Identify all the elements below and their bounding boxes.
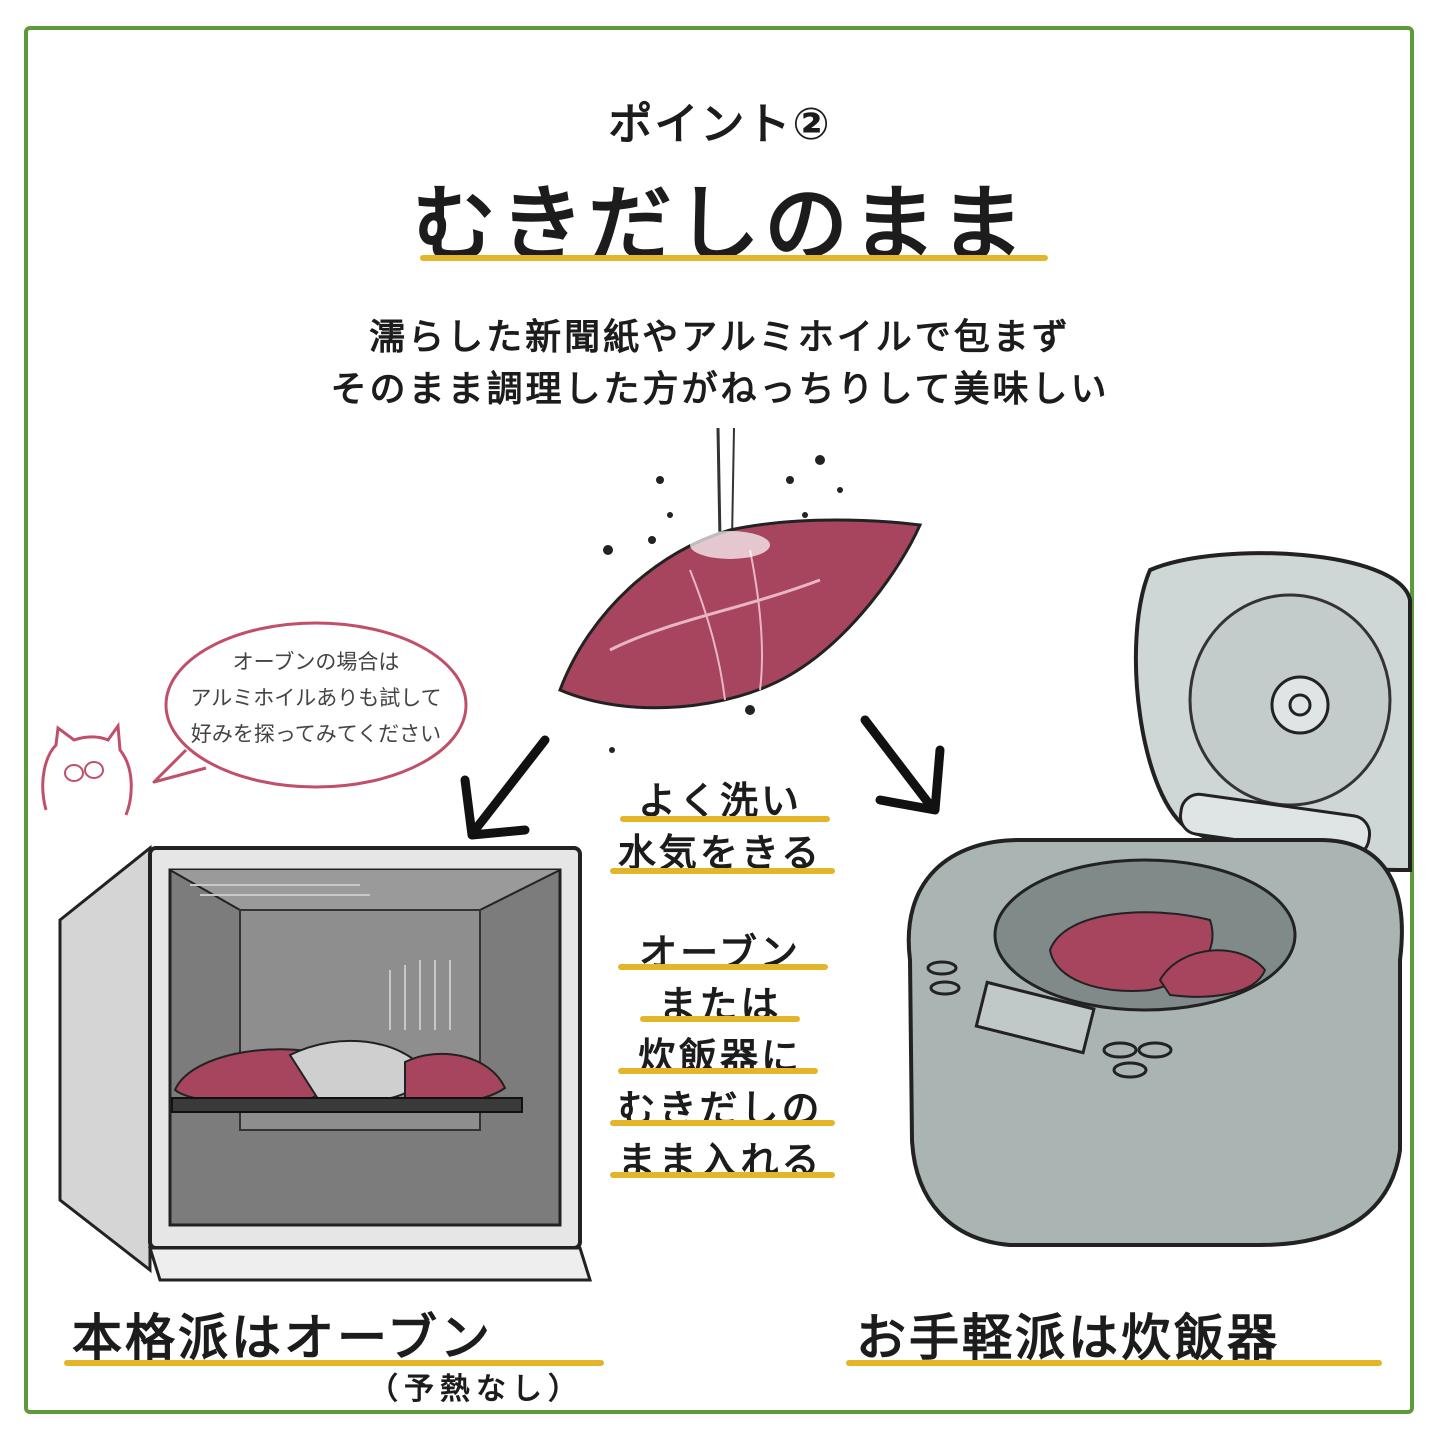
step-underline	[620, 816, 830, 822]
washing-sweet-potato-illustration	[558, 427, 923, 753]
bubble-line-3: 好みを探ってみてください	[190, 722, 442, 746]
arrow-down-right-icon	[860, 715, 945, 815]
point-label: ポイント②	[608, 99, 832, 150]
bubble-line-2: アルミホイルありも試して	[190, 686, 442, 710]
description-line-1: 濡らした新聞紙やアルミホイルで包まず	[369, 317, 1071, 358]
cat-icon	[41, 721, 133, 816]
oven-note: （予熱なし）	[368, 1372, 584, 1407]
step-underline	[640, 1016, 800, 1022]
oven-label-underline	[64, 1360, 604, 1366]
step-underline	[610, 1120, 835, 1126]
rice-cooker-illustration	[906, 551, 1412, 1247]
step-underline	[610, 868, 835, 874]
description-line-2: そのまま調理した方がねっちりして美味しい	[330, 369, 1110, 410]
oven-label: 本格派はオーブン	[72, 1309, 493, 1367]
title-underline	[420, 255, 1048, 261]
bubble-line-1: オーブンの場合は	[232, 650, 400, 674]
rice-cooker-label: お手軽派は炊飯器	[856, 1309, 1280, 1367]
step-underline	[610, 1172, 835, 1178]
step-underline	[618, 964, 828, 970]
oven-illustration	[58, 844, 593, 1282]
step-wash-line-2: 水気をきる	[617, 831, 823, 875]
arrow-down-left-icon	[460, 735, 550, 840]
step-wash-line-1: よく洗い	[637, 779, 802, 823]
speech-bubble	[41, 621, 468, 816]
step-underline	[618, 1068, 818, 1074]
rice-cooker-label-underline	[846, 1360, 1382, 1366]
